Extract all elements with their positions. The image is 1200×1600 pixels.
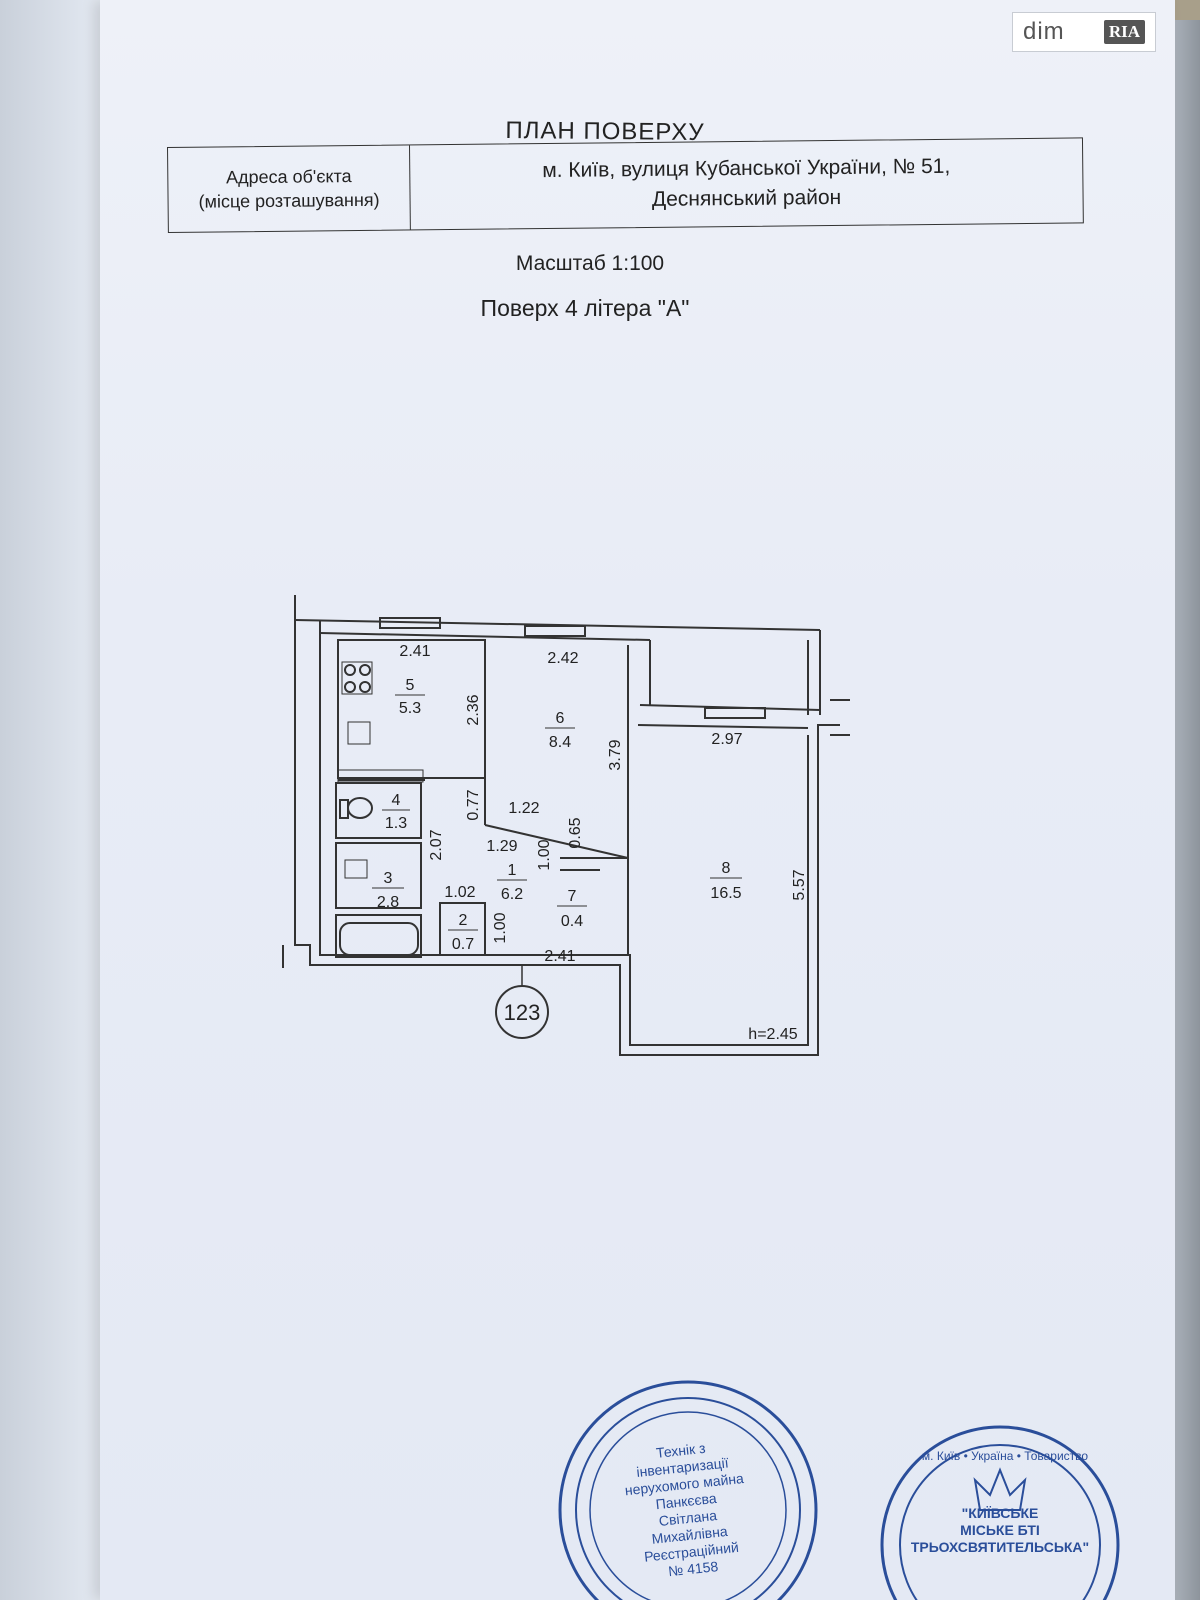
- stamp-right-line1: "КИЇВСЬКЕ: [961, 1505, 1039, 1521]
- stamp-right-line3: ТРЬОХСВЯТИТЕЛЬСЬКА": [910, 1539, 1090, 1555]
- interior-walls: [335, 639, 629, 958]
- dimension-2-41-bottom: 2.41: [544, 948, 575, 965]
- room-4-area: 1.3: [385, 815, 407, 832]
- dimension-1-00-b: 1.00: [492, 912, 509, 943]
- stamp-left-text: Технік з інвентаризації нерухомого майна…: [605, 1435, 768, 1586]
- room-3-number: 3: [384, 870, 393, 887]
- dimension-labels: 2.41 2.42 2.97 1.22 1.29 1.02 2.41 2.36 …: [399, 643, 808, 1043]
- stamp-right: [880, 1425, 1120, 1600]
- floor-label: Поверх 4 літера "А": [480, 295, 690, 321]
- document-sheet: [100, 0, 1175, 1600]
- room-3-area: 2.8: [377, 894, 399, 911]
- dimension-2-97: 2.97: [711, 731, 742, 748]
- room-8-number: 8: [722, 860, 731, 877]
- logo-dim-text: dim: [1023, 18, 1065, 45]
- logo-ria-text: RIA: [1103, 20, 1145, 44]
- room-7-number: 7: [568, 888, 577, 905]
- stamp-right-text: "КИЇВСЬКЕ МІСЬКЕ БТІ ТРЬОХСВЯТИТЕЛЬСЬКА": [905, 1505, 1095, 1556]
- window-marks: [379, 617, 766, 719]
- apartment-number: 123: [504, 1000, 541, 1025]
- dimension-0-65: 0.65: [567, 817, 584, 848]
- room-2-area: 0.7: [452, 936, 474, 953]
- room-6-number: 6: [556, 710, 565, 727]
- dimension-1-29: 1.29: [486, 838, 517, 855]
- dimension-3-79: 3.79: [607, 739, 624, 770]
- room-7-area: 0.4: [561, 913, 583, 930]
- dimension-0-77: 0.77: [465, 789, 482, 820]
- room-1-number: 1: [508, 862, 517, 879]
- apartment-number-marker: 123: [495, 965, 549, 1039]
- dim-ria-logo[interactable]: dim RIA: [1012, 12, 1156, 52]
- room-2-number: 2: [459, 912, 468, 929]
- stamp-right-ring-text: м. Київ • Україна • Товариство: [921, 1449, 1089, 1463]
- stamp-right-line2: МІСЬКЕ БТІ: [960, 1522, 1040, 1538]
- room-5-area: 5.3: [399, 700, 421, 717]
- dimension-1-00-a: 1.00: [536, 839, 553, 870]
- dimension-2-07: 2.07: [428, 829, 445, 860]
- ceiling-height: h=2.45: [748, 1026, 797, 1043]
- stamp-left: [558, 1380, 818, 1600]
- dimension-2-36: 2.36: [465, 694, 482, 725]
- room-labels: 5 5.3 6 8.4 4 1.3 3 2.8 1 6.2 2 0.7 7 0.…: [372, 677, 742, 953]
- dimension-2-42: 2.42: [547, 650, 578, 667]
- room-4-number: 4: [392, 792, 401, 809]
- dimension-5-57: 5.57: [791, 869, 808, 900]
- fixtures: [337, 661, 424, 956]
- room-5-number: 5: [406, 677, 415, 694]
- scale-label: Масштаб 1:100: [515, 252, 665, 275]
- dimension-1-02: 1.02: [444, 884, 475, 901]
- room-6-area: 8.4: [549, 734, 571, 751]
- room-1-area: 6.2: [501, 886, 523, 903]
- outer-walls: [282, 595, 850, 1056]
- dimension-2-41-top: 2.41: [399, 643, 430, 660]
- room-8-area: 16.5: [710, 885, 741, 902]
- dimension-1-22: 1.22: [508, 800, 539, 817]
